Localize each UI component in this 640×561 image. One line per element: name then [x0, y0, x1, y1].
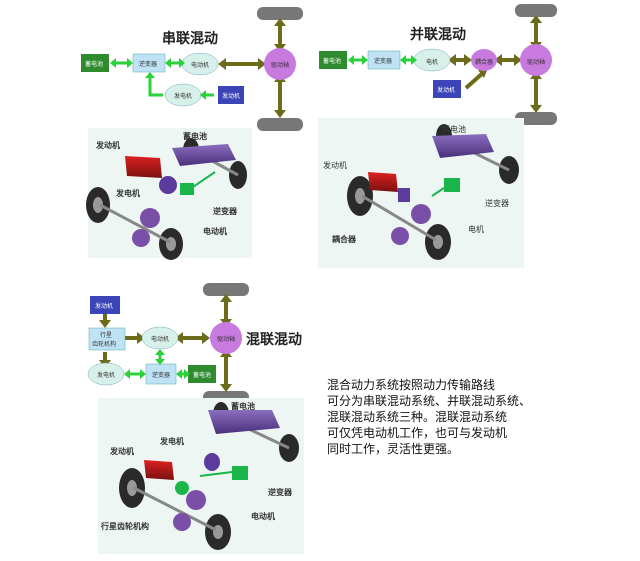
parallel-coupler-label: 耦合器 [475, 59, 494, 66]
parallel-flow-diagram [319, 4, 557, 125]
hybrid-part-engine: 发动机 [110, 447, 134, 456]
series-battery-label: 蓄电池 [85, 61, 104, 68]
series-part-inverter: 逆变器 [213, 207, 237, 216]
parallel-part-battery: 蓄电池 [442, 125, 466, 134]
hybrid-part-battery: 蓄电池 [231, 402, 255, 411]
parallel-engine-label: 发动机 [437, 87, 456, 94]
hybrid-planetary-label-2: 齿轮机构 [92, 341, 117, 348]
hybrid-planetary-label-1: 行星 [100, 332, 113, 339]
hybrid-part-motor: 电动机 [251, 512, 275, 521]
parallel-axle-label: 驱动轴 [527, 59, 546, 66]
caption-line: 可分为串联混动系统、并联混动系统、 [327, 394, 532, 408]
hybrid-car-illustration [98, 398, 304, 554]
hybrid-part-generator: 发电机 [160, 437, 184, 446]
hybrid-motor-label: 电动机 [151, 336, 170, 343]
series-axle-label: 驱动轴 [271, 62, 290, 69]
hybrid-battery-label: 蓄电池 [193, 372, 212, 379]
wheel-shape [257, 7, 303, 20]
series-flow-diagram [81, 7, 303, 131]
series-title: 串联混动 [162, 31, 218, 47]
series-engine-label: 发动机 [222, 93, 241, 100]
wheel-shape [257, 118, 303, 131]
series-part-generator: 发电机 [116, 189, 140, 198]
caption-line: 同时工作，灵活性更强。 [327, 442, 460, 456]
series-generator-label: 发电机 [174, 93, 193, 100]
caption-line: 混联混动系统三种。混联混动系统 [327, 410, 508, 424]
hybrid-generator-label: 发电机 [97, 372, 116, 379]
series-part-battery: 蓄电池 [183, 132, 207, 141]
hybrid-part-planetary: 行星齿轮机构 [101, 522, 149, 531]
parallel-inverter-label: 逆变器 [374, 58, 393, 65]
series-car-illustration [86, 128, 252, 260]
parallel-part-engine: 发动机 [323, 161, 347, 170]
engine-node [218, 86, 244, 104]
series-inverter-label: 逆变器 [139, 61, 158, 68]
parallel-car-illustration [318, 118, 524, 268]
parallel-title: 并联混动 [410, 27, 466, 43]
hybrid-inverter-label: 逆变器 [152, 372, 171, 379]
parallel-part-coupler: 耦合器 [332, 235, 356, 244]
series-part-engine: 发动机 [96, 141, 120, 150]
battery-node [81, 54, 109, 72]
hybrid-flow-diagram [87, 283, 249, 404]
description-paragraph: 混合动力系统按照动力传输路线 可分为串联混动系统、并联混动系统、 混联混动系统三… [327, 377, 597, 457]
parallel-part-inverter: 逆变器 [485, 199, 509, 208]
parallel-motor-label: 电机 [426, 59, 439, 66]
caption-line: 可仅凭电动机工作，也可与发动机 [327, 426, 508, 440]
hybrid-part-inverter: 逆变器 [268, 488, 292, 497]
hybrid-engine-label: 发动机 [95, 303, 114, 310]
hybrid-title: 混联混动 [246, 332, 302, 348]
parallel-part-motor: 电机 [468, 225, 484, 234]
series-part-motor: 电动机 [203, 227, 227, 236]
axle-node [264, 48, 296, 80]
caption-line: 混合动力系统按照动力传输路线 [327, 378, 496, 392]
parallel-battery-label: 蓄电池 [323, 58, 342, 65]
series-motor-label: 电动机 [191, 62, 210, 69]
hybrid-axle-label: 驱动轴 [217, 336, 236, 343]
